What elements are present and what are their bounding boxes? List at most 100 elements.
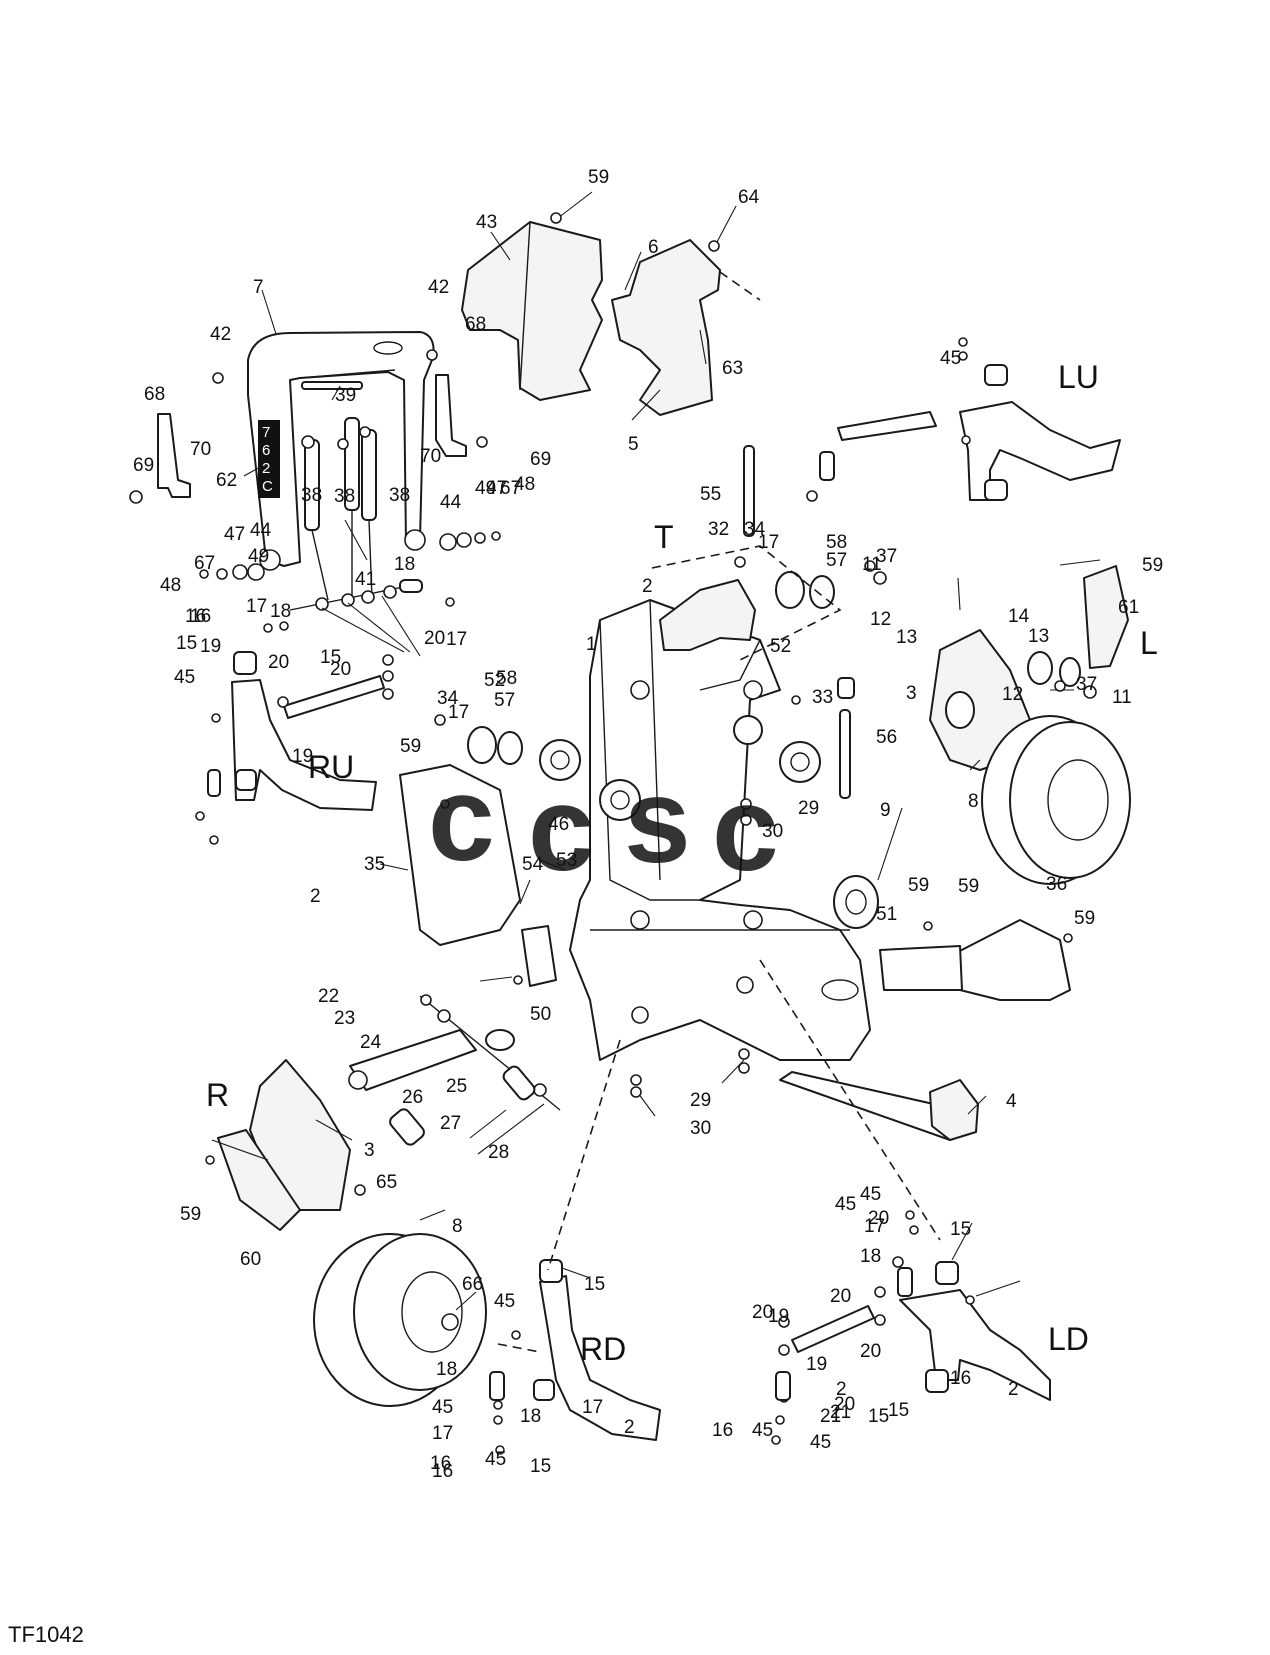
callout-number: 17 (432, 1423, 453, 1444)
callout-number: 16 (430, 1453, 451, 1474)
callout-number: 6 (648, 237, 659, 258)
callout-number: 16 (432, 1461, 453, 1482)
decal-7625: 7 6 2 C (258, 420, 280, 498)
callout-number: 19 (292, 746, 313, 767)
callout-number: 15 (176, 633, 197, 654)
figure-id: TF1042 (8, 1622, 84, 1647)
svg-text:6: 6 (262, 442, 270, 459)
callout-number: 45 (940, 348, 961, 369)
cover-63 (611, 239, 721, 416)
watermark-letter-3: s (624, 754, 691, 888)
callout-number: 37 (1076, 674, 1097, 695)
callout-number: 2 (624, 1417, 635, 1438)
shield-36 (879, 919, 1071, 1001)
leader-lines (211, 191, 1101, 1311)
watermark-letter-4: c (712, 762, 779, 896)
callout-number: 34 (437, 688, 459, 709)
callout-number: 60 (240, 1249, 261, 1270)
callout-number: 16 (712, 1420, 733, 1441)
callout-number: 67 (194, 553, 215, 574)
callout-number: 56 (876, 727, 897, 748)
callout-number: 59 (958, 876, 979, 897)
callout-number: 18 (394, 554, 415, 575)
callout-number: 16 (190, 606, 211, 627)
callout-number: 59 (400, 736, 421, 757)
callout-number: 69 (133, 455, 154, 476)
fork-arm-RD (533, 1259, 661, 1441)
callout-number: 64 (738, 187, 760, 208)
callout-number: 57 (826, 550, 847, 571)
callout-number: 39 (335, 385, 356, 406)
callout-number: 59 (588, 167, 609, 188)
wheel-assembly-L (929, 565, 1131, 885)
callout-number: 26 (402, 1087, 423, 1108)
callout-number: 66 (462, 1274, 483, 1295)
callout-number: 15 (888, 1400, 909, 1421)
callout-number: 58 (826, 532, 847, 553)
callout-number: 22 (318, 986, 339, 1007)
callout-number: 17 (446, 629, 467, 650)
callout-number: 46 (548, 814, 569, 835)
callout-number: 59 (1142, 555, 1163, 576)
callout-number: 45 (432, 1397, 453, 1418)
group-label-L: L (1140, 625, 1158, 661)
callout-number: 11 (1112, 687, 1132, 708)
callout-number: 47 (224, 524, 245, 545)
callout-number: 68 (465, 314, 486, 335)
callout-number: 20 (268, 652, 289, 673)
callout-number: 28 (488, 1142, 509, 1163)
brackets-68 (157, 374, 467, 498)
callout-number: 17 (864, 1216, 885, 1237)
pins (743, 445, 855, 799)
callout-number: 30 (762, 821, 783, 842)
callout-number: 20 (330, 659, 351, 680)
callout-number: 43 (476, 212, 497, 233)
callout-number: 3 (906, 683, 917, 704)
group-label-RU: RU (308, 749, 354, 785)
callout-number: 18 (436, 1359, 457, 1380)
callout-number: 3 (364, 1140, 375, 1161)
callout-number: 13 (896, 627, 917, 648)
mast-frame (247, 331, 435, 571)
hardware-bolts (195, 212, 1097, 1455)
callout-number: 15 (320, 647, 341, 668)
callout-number: 70 (420, 446, 441, 467)
callout-number: 63 (722, 358, 743, 379)
svg-text:7: 7 (262, 424, 270, 441)
group-label-T: T (654, 519, 674, 555)
watermark-letter-1: c (428, 752, 495, 886)
callout-number: 20 (860, 1341, 881, 1362)
callout-number: 9 (880, 800, 891, 821)
callout-number: 37 (876, 546, 897, 567)
callout-number: 51 (876, 904, 897, 925)
callout-number: 1 (586, 634, 597, 655)
callout-number: 29 (798, 798, 819, 819)
callout-number: 38 (301, 485, 322, 506)
callout-number: 45 (485, 1449, 506, 1470)
callout-number: 59 (180, 1204, 201, 1225)
callout-number: 2 (642, 576, 653, 597)
callout-number: 67 (500, 478, 521, 499)
callout-number: 45 (860, 1184, 881, 1205)
callout-number: 29 (690, 1090, 711, 1111)
callout-number: 45 (494, 1291, 515, 1312)
bracket-50 (521, 925, 557, 987)
steer-cylinder-25 (348, 994, 561, 1146)
callout-number: 8 (968, 791, 979, 812)
callout-number: 42 (210, 324, 231, 345)
callout-number: 55 (700, 484, 721, 505)
callout-number: 15 (868, 1406, 889, 1427)
callout-number: 17 (448, 702, 469, 723)
fork-arm-LD (791, 1261, 1051, 1401)
callout-number: 12 (870, 609, 891, 630)
callout-number: 20 (424, 628, 445, 649)
callout-number: 52 (770, 636, 791, 657)
callout-number: 15 (584, 1274, 605, 1295)
callout-number: 59 (908, 875, 929, 896)
callout-number: 21 (830, 1402, 851, 1423)
callout-number: 45 (174, 667, 195, 688)
callout-number: 16 (185, 606, 206, 627)
callout-number: 41 (355, 569, 376, 590)
